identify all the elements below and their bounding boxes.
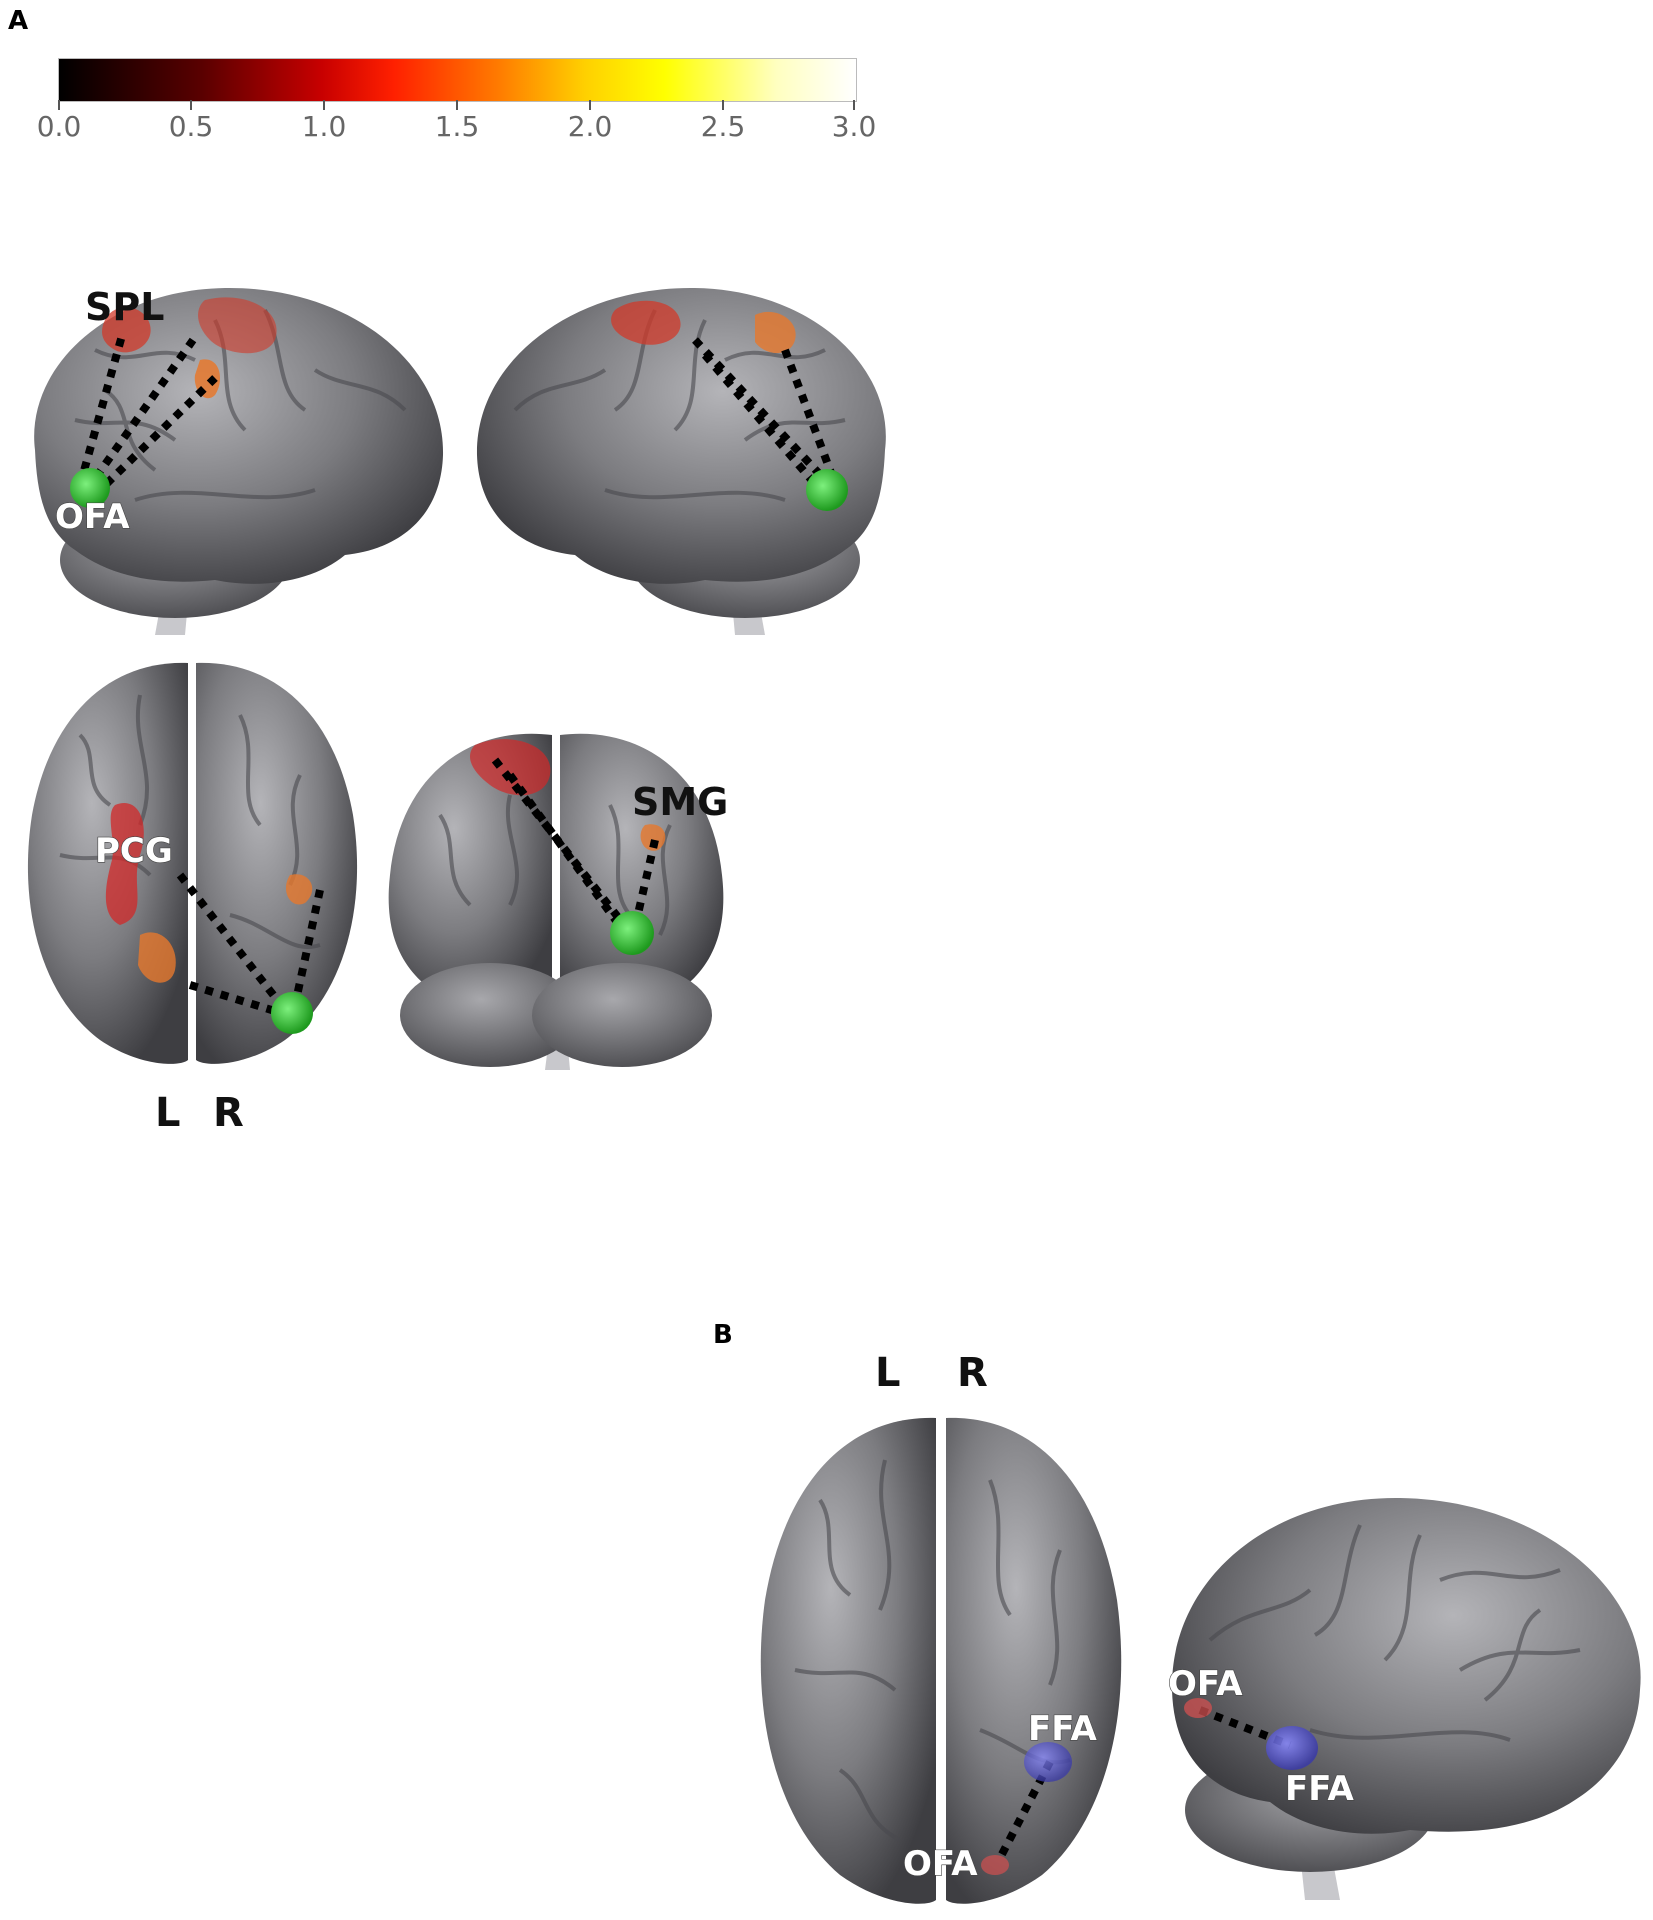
- hemisphere-label-left: L: [875, 1350, 901, 1396]
- connection-line: [291, 889, 324, 1006]
- colorbar-tick: [58, 100, 60, 110]
- brain-right-lateral: [476, 287, 886, 635]
- roi-ffa: [1024, 1742, 1072, 1782]
- seed-ofa: [70, 468, 110, 508]
- roi-ffa: [1266, 1726, 1318, 1770]
- cluster: [285, 874, 313, 905]
- colorbar: [58, 58, 857, 102]
- cortex: [34, 287, 444, 584]
- colorbar-tick-label: 1.5: [434, 110, 480, 143]
- colorbar-tick: [589, 100, 591, 110]
- colorbar-tick-label: 1.0: [301, 110, 347, 143]
- colorbar-tick: [853, 100, 855, 110]
- roi-label-ffa: FFA: [1285, 1769, 1355, 1809]
- cluster-spl: [102, 307, 151, 353]
- cluster: [198, 297, 277, 354]
- connection-line: [76, 330, 127, 487]
- cerebellum-left: [400, 963, 580, 1067]
- brain-left-lateral: SPL OFA: [34, 285, 444, 635]
- colorbar-tick: [190, 100, 192, 110]
- connection-line: [506, 772, 634, 943]
- seed-ofa: [271, 992, 313, 1034]
- colorbar-tick: [722, 100, 724, 110]
- brain-superior-view-b: FFA OFA: [760, 1417, 1122, 1904]
- brain-superior-view: PCG: [27, 662, 358, 1064]
- hemisphere-label-left: L: [155, 1090, 181, 1136]
- roi-ofa: [981, 1855, 1009, 1875]
- cluster-pcg: [105, 803, 144, 925]
- roi-label-pcg: PCG: [95, 831, 173, 871]
- connection-line: [491, 757, 632, 933]
- colorbar-tick-label: 2.5: [700, 110, 746, 143]
- roi-label-ffa: FFA: [1028, 1709, 1098, 1749]
- cluster-smg: [640, 824, 666, 851]
- seed-ofa: [806, 469, 848, 511]
- right-hemisphere: [946, 1417, 1122, 1904]
- seed-ofa: [610, 911, 654, 955]
- panel-label-a: A: [8, 6, 29, 36]
- colorbar-tick: [456, 100, 458, 110]
- roi-label-ofa: OFA: [1168, 1664, 1243, 1704]
- cluster: [470, 739, 551, 796]
- left-hemisphere: [388, 733, 552, 1005]
- cluster: [611, 300, 681, 345]
- roi-ofa: [1184, 1698, 1212, 1718]
- roi-label-ofa: OFA: [903, 1844, 978, 1884]
- connection-line: [701, 352, 824, 493]
- colorbar-tick-label: 2.0: [567, 110, 613, 143]
- hemisphere-label-right: R: [957, 1350, 988, 1396]
- connection-line: [176, 872, 289, 1013]
- cortex: [476, 287, 886, 584]
- cluster: [755, 311, 796, 353]
- colorbar-tick-label: 0.5: [168, 110, 214, 143]
- right-hemisphere: [196, 662, 358, 1064]
- roi-label-smg: SMG: [632, 780, 728, 824]
- hemisphere-label-right: R: [213, 1090, 244, 1136]
- brain-posterior-view: SMG: [388, 733, 728, 1070]
- roi-label-ofa: OFA: [55, 497, 130, 537]
- cluster: [138, 932, 176, 983]
- cerebellum-right: [532, 963, 712, 1067]
- colorbar-tick: [323, 100, 325, 110]
- panel-label-b: B: [713, 1320, 733, 1350]
- colorbar-tick-label: 0.0: [36, 110, 82, 143]
- brain-right-lateral-b: OFA FFA: [1167, 1497, 1641, 1900]
- connection-line: [781, 348, 837, 480]
- right-hemisphere: [560, 733, 724, 1005]
- left-hemisphere: [760, 1417, 936, 1904]
- connection-line: [92, 375, 218, 498]
- colorbar-tick-label: 3.0: [831, 110, 877, 143]
- roi-label-spl: SPL: [85, 285, 164, 329]
